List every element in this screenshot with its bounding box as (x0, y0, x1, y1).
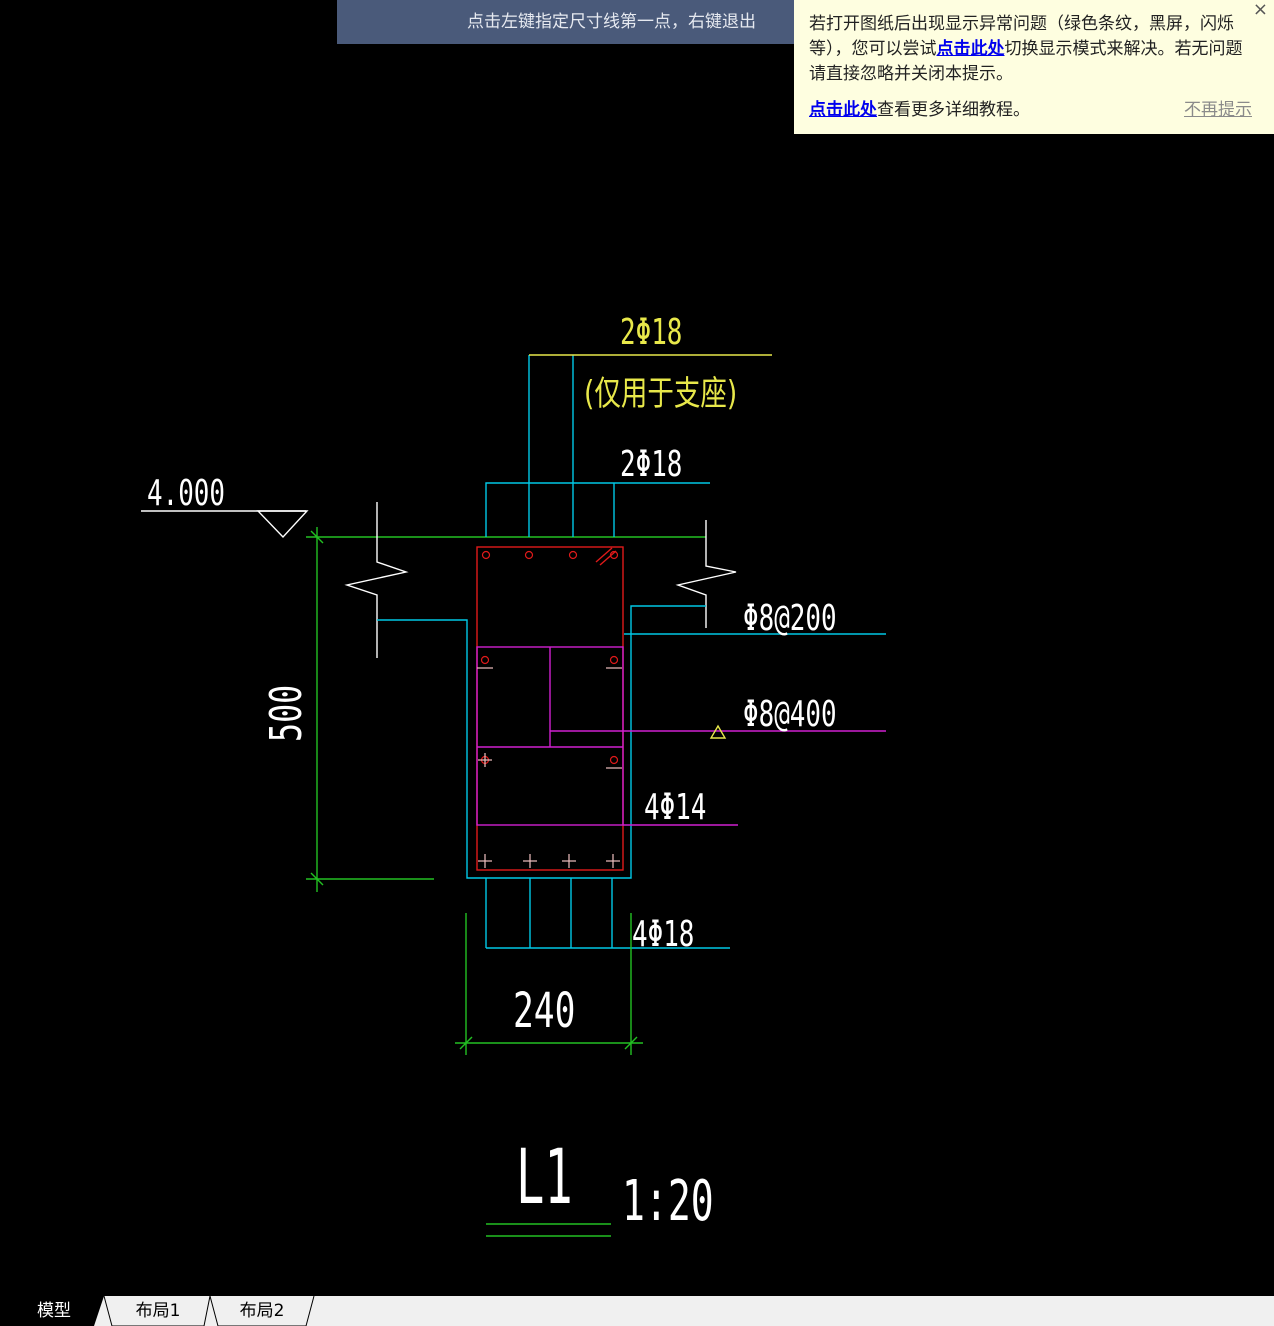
tab-layout2[interactable]: 布局2 (239, 1301, 285, 1321)
tutorial-link[interactable]: 点击此处 (809, 100, 877, 120)
command-hint-text: 点击左键指定尺寸线第一点，右键退出 (467, 12, 756, 32)
label-support-note: (仅用于支座) (584, 375, 737, 414)
dim-height-text: 500 (261, 685, 313, 742)
cad-drawing-canvas[interactable]: 2Φ18 (仅用于支座) 2Φ18 4.000 Φ8@200 Φ8@400 4Φ… (0, 0, 1274, 1296)
cursor-marker (709, 724, 727, 739)
close-icon[interactable]: × (1252, 0, 1268, 20)
notice-tutorial-row: 点击此处查看更多详细教程。 不再提示 (809, 98, 1252, 123)
notice-text-2: 切换显示模式来解决。若无问题请直接忽略并关闭本提示。 (809, 39, 1243, 84)
elevation-marker (141, 510, 309, 539)
tab-layout1[interactable]: 布局1 (135, 1301, 181, 1321)
command-hint-bar: 点击左键指定尺寸线第一点，右键退出 (337, 0, 807, 44)
rebar-crosses (477, 667, 622, 868)
break-line-right (675, 520, 737, 628)
label-stirrup-200: Φ8@200 (743, 598, 837, 639)
break-line-left (344, 502, 409, 658)
tab-model[interactable]: 模型 (37, 1301, 71, 1321)
tie-bars (476, 646, 886, 826)
label-top-rebar: 2Φ18 (620, 312, 682, 353)
layout-tab-bar: 模型 布局1 布局2 (0, 1296, 1274, 1326)
rebar-dots (480, 550, 619, 765)
switch-display-mode-link[interactable]: 点击此处 (936, 39, 1005, 59)
label-stirrup-400: Φ8@400 (743, 694, 837, 735)
notice-text-3: 查看更多详细教程。 (877, 100, 1030, 120)
beam-outline (377, 355, 886, 949)
label-side-rebar: 4Φ14 (644, 787, 706, 828)
drawing-svg: 2Φ18 (仅用于支座) 2Φ18 4.000 Φ8@200 Φ8@400 4Φ… (141, 312, 886, 1237)
notice-message: 若打开图纸后出现显示异常问题（绿色条纹，黑屏，闪烁等），您可以尝试点击此处切换显… (809, 12, 1244, 87)
label-elevation: 4.000 (147, 473, 225, 514)
dim-width-text: 240 (513, 982, 575, 1038)
tab-borders (0, 1296, 315, 1326)
notice-text-1: 若打开图纸后出现显示异常问题（绿色条纹，黑屏，闪烁等），您可以尝试 (809, 14, 1234, 59)
dimension-lines (306, 527, 643, 1237)
display-notice-popup: × 若打开图纸后出现显示异常问题（绿色条纹，黑屏，闪烁等），您可以尝试点击此处切… (794, 0, 1274, 134)
label-mid-rebar: 2Φ18 (620, 444, 682, 485)
drawing-title: L1 (516, 1132, 573, 1221)
label-bottom-rebar: 4Φ18 (632, 914, 694, 955)
drawing-scale: 1:20 (622, 1170, 714, 1234)
dont-show-again-link[interactable]: 不再提示 (1184, 100, 1252, 120)
